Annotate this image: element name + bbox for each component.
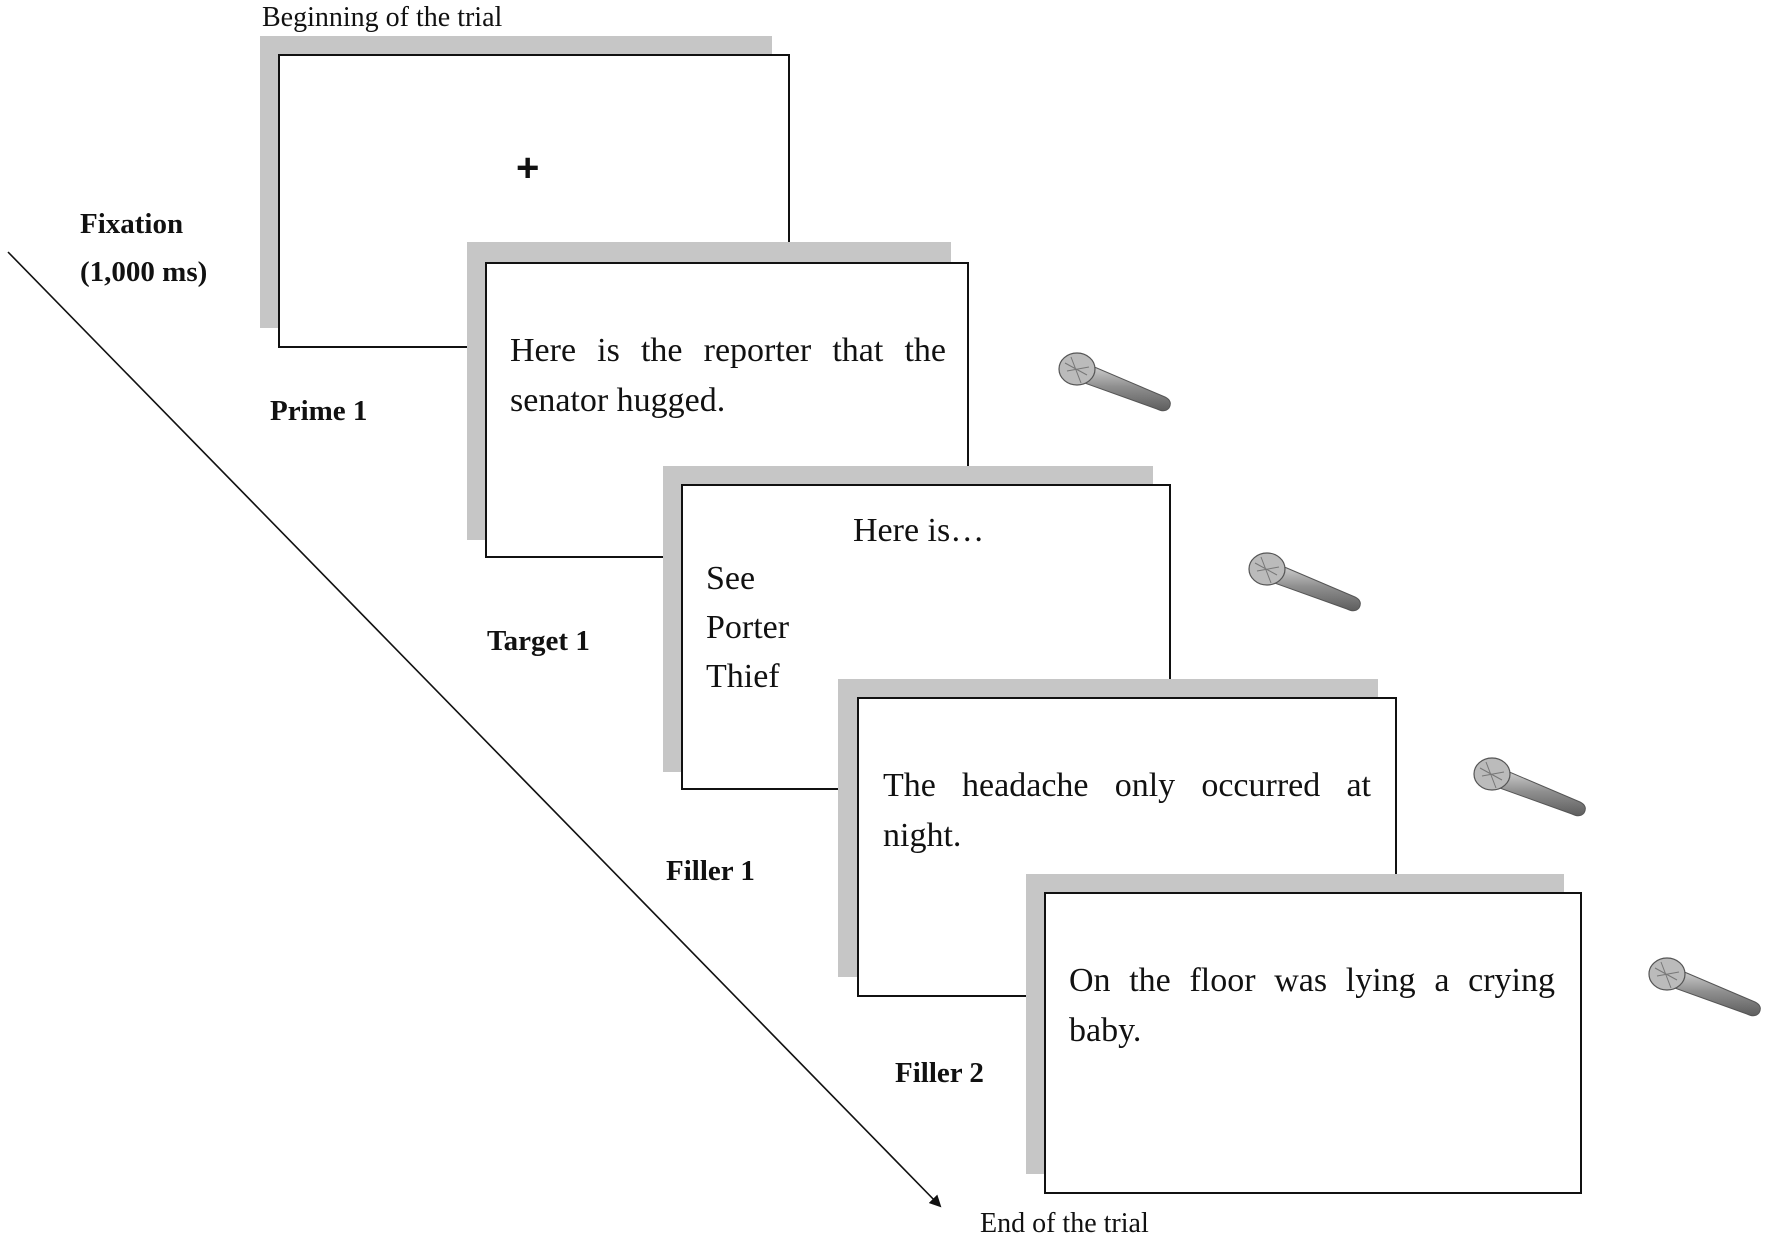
stage-label-filler-2: Filler 2	[895, 1057, 984, 1089]
filler1-sentence: The headache only occurred at night.	[883, 767, 1371, 854]
microphone-icon	[1058, 352, 1171, 412]
microphone-icon	[1648, 957, 1761, 1017]
start-caption: Beginning of the trial	[262, 2, 503, 33]
stage-label-prime-1: Prime 1	[270, 395, 368, 427]
filler2-sentence: On the floor was lying a crying baby.	[1069, 962, 1555, 1049]
filler2-screen: On the floor was lying a crying baby.	[1044, 892, 1582, 1194]
microphone-icon	[1248, 552, 1361, 612]
fixation-label: Fixation (1,000 ms)	[80, 200, 207, 296]
fixation-cross: +	[516, 146, 540, 190]
target-header: Here is…	[853, 512, 985, 549]
stage-label-filler-1: Filler 1	[666, 855, 755, 887]
end-caption: End of the trial	[980, 1208, 1149, 1239]
fixation-label-name: Fixation	[80, 208, 184, 240]
target-word-2: Porter	[706, 609, 790, 646]
stage-label-target-1: Target 1	[487, 625, 590, 657]
target-word-1: See	[706, 560, 756, 597]
target-word-3: Thief	[706, 658, 780, 695]
fixation-label-duration: (1,000 ms)	[80, 256, 208, 288]
prime-sentence: Here is the reporter that the senator hu…	[510, 332, 946, 419]
microphone-icon	[1473, 757, 1586, 817]
